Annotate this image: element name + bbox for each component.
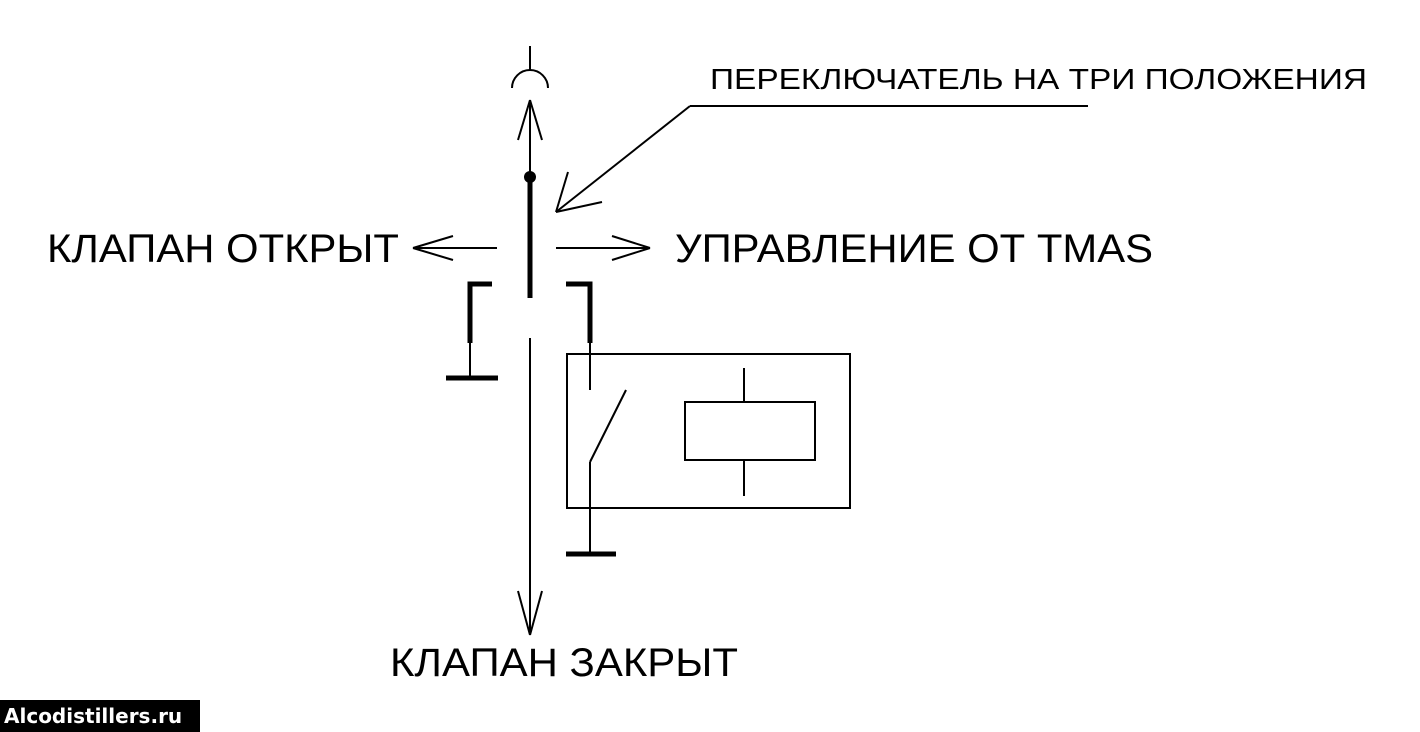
left-contact (467, 281, 492, 378)
right-arrow (556, 235, 651, 261)
left-arrow (412, 235, 497, 261)
relay-contact-icon (589, 389, 627, 554)
power-terminal-icon (511, 46, 549, 89)
up-arrow (517, 99, 543, 176)
down-arrow (517, 338, 543, 636)
watermark-label: Alcodistillers.ru (0, 700, 200, 732)
switch-title-leader (555, 105, 1088, 213)
valve-open-label: КЛАПАН ОТКРЫТ (47, 227, 399, 271)
right-contact (566, 281, 593, 390)
control-tmas-label: УПРАВЛЕНИЕ ОТ TMAS (675, 227, 1153, 271)
switch-title-label: ПЕРЕКЛЮЧАТЕЛЬ НА ТРИ ПОЛОЖЕНИЯ (710, 64, 1367, 96)
relay-box (566, 353, 851, 509)
relay-coil-icon (684, 368, 816, 496)
valve-closed-label: КЛАПАН ЗАКРЫТ (390, 641, 738, 685)
